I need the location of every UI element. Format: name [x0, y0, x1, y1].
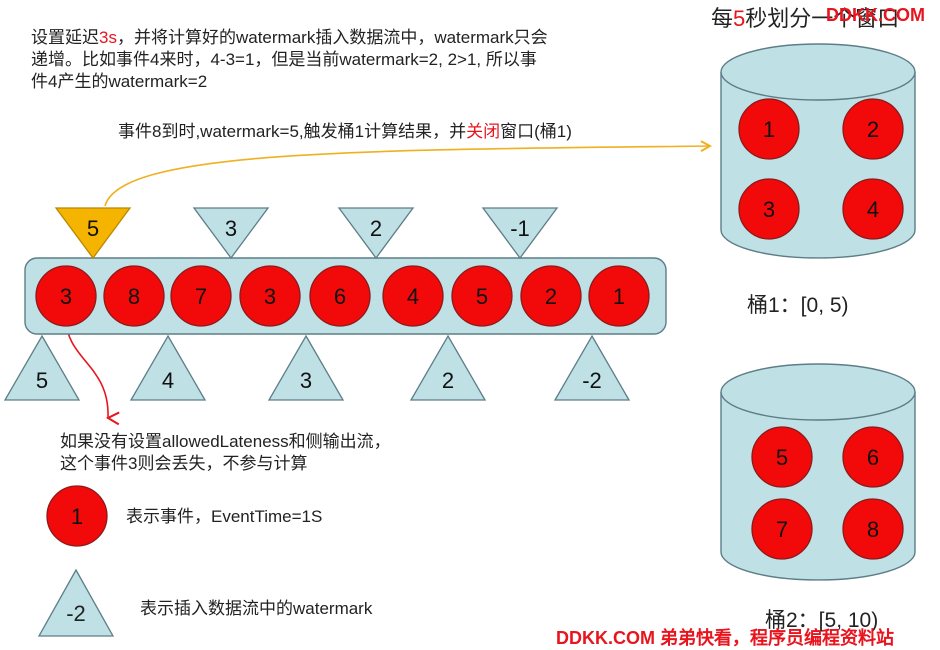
watermark-bottom: 2	[409, 334, 487, 401]
stream-event: 3	[239, 265, 301, 327]
stream-event: 7	[170, 265, 232, 327]
svg-text:5: 5	[87, 216, 99, 241]
svg-text:2: 2	[370, 216, 382, 241]
watermark-bottom: 4	[129, 334, 207, 401]
bucket-1-event: 2	[842, 98, 904, 160]
watermark-top-highlighted: 5	[54, 207, 132, 260]
svg-text:3: 3	[300, 368, 312, 393]
svg-text:1: 1	[763, 117, 775, 142]
bucket-1-event: 1	[738, 98, 800, 160]
bucket-1: 1 2 3 4	[720, 43, 916, 259]
note-late-event: 如果没有设置allowedLateness和侧输出流， 这个事件3则会丢失，不参…	[60, 432, 391, 473]
stream-event: 5	[451, 265, 513, 327]
svg-text:3: 3	[60, 284, 72, 309]
stream-event: 8	[103, 265, 165, 327]
svg-text:3: 3	[763, 197, 775, 222]
svg-text:-2: -2	[582, 368, 602, 393]
note-watermark-delay: 设置延迟3s，并将计算好的watermark插入数据流中，watermark只会…	[31, 28, 548, 91]
note-event8-trigger: 事件8到时,watermark=5,触发桶1计算结果，并关闭窗口(桶1)	[118, 122, 572, 141]
stream-event: 3	[35, 265, 97, 327]
legend-watermark-symbol: -2	[37, 568, 115, 637]
bucket-1-event: 3	[738, 178, 800, 240]
svg-text:7: 7	[776, 517, 788, 542]
svg-text:7: 7	[195, 284, 207, 309]
watermarks-bottom: 5 4 3 2 -2	[3, 334, 631, 401]
svg-text:4: 4	[407, 284, 419, 309]
watermark-bottom: -2	[553, 334, 631, 401]
svg-text:2: 2	[545, 284, 557, 309]
svg-text:2: 2	[867, 117, 879, 142]
svg-text:6: 6	[867, 445, 879, 470]
svg-text:2: 2	[442, 368, 454, 393]
stream-event: 4	[382, 265, 444, 327]
window-title: 每5秒划分一个窗口	[711, 6, 900, 31]
svg-text:3: 3	[225, 216, 237, 241]
watermark-top: 2	[337, 207, 415, 260]
trigger-arrow	[104, 146, 710, 207]
watermark-top: -1	[481, 207, 559, 260]
svg-text:5: 5	[776, 445, 788, 470]
svg-text:5: 5	[476, 284, 488, 309]
bucket-2: 5 6 7 8	[720, 363, 916, 581]
bucket-1-event: 4	[842, 178, 904, 240]
svg-text:5: 5	[36, 368, 48, 393]
bucket-1-label: 桶1：[0, 5)	[747, 294, 849, 317]
legend-watermark-text: 表示插入数据流中的watermark	[140, 599, 373, 618]
watermark-top: 3	[192, 207, 270, 260]
watermark-bottom: 3	[267, 334, 345, 401]
watermark-bottom: 5	[3, 334, 81, 401]
svg-text:1: 1	[71, 504, 83, 529]
svg-text:-2: -2	[66, 601, 86, 626]
svg-text:8: 8	[128, 284, 140, 309]
stream-event: 2	[520, 265, 582, 327]
svg-text:-1: -1	[510, 216, 530, 241]
watermarks-top: 5 3 2 -1	[54, 207, 559, 260]
stream-event: 6	[309, 265, 371, 327]
bucket-2-event: 8	[842, 498, 904, 560]
stream-event: 1	[588, 265, 650, 327]
bucket-2-label: 桶2：[5, 10)	[765, 609, 879, 632]
svg-text:1: 1	[613, 284, 625, 309]
bucket-2-event: 5	[751, 426, 813, 488]
svg-text:4: 4	[162, 368, 174, 393]
bucket-2-event: 6	[842, 426, 904, 488]
brand-watermark-bottom: DDKK.COM 弟弟快看，程序员编程资料站	[556, 628, 894, 648]
svg-text:3: 3	[264, 284, 276, 309]
svg-text:6: 6	[334, 284, 346, 309]
svg-text:4: 4	[867, 197, 879, 222]
svg-text:8: 8	[867, 517, 879, 542]
legend-event-symbol: 1	[46, 485, 108, 547]
legend-event-text: 表示事件，EventTime=1S	[126, 507, 323, 526]
stream-events: 3 8 7 3 6 4 5 2 1	[35, 265, 650, 327]
brand-watermark-top: DDKK.COM	[826, 5, 925, 25]
bucket-2-event: 7	[751, 498, 813, 560]
